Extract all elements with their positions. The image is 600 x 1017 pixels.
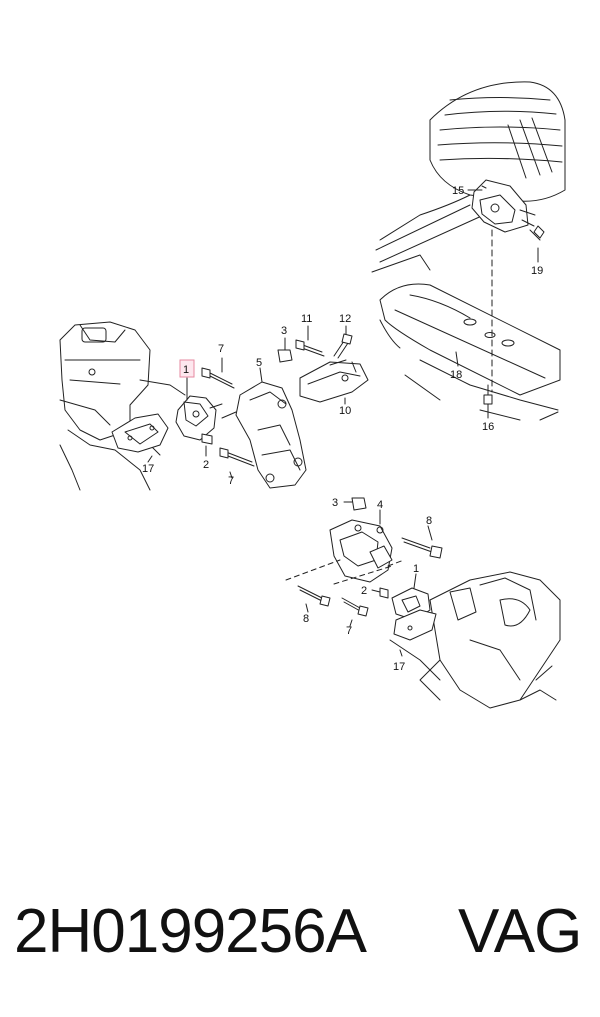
- engine-mount-1: [175, 395, 223, 441]
- nut-2: [201, 433, 213, 445]
- callout-7-lower: 7: [228, 475, 234, 487]
- callout-7-bottom: 7: [346, 625, 352, 637]
- bolt-7-lower: [219, 447, 255, 467]
- engine-block-left: [59, 321, 186, 491]
- subframe-right: [419, 571, 561, 709]
- transmission-housing: [371, 81, 566, 273]
- leaders-middle: [147, 325, 347, 479]
- callout-8-left: 8: [303, 613, 309, 625]
- callout-2-bottom: 2: [361, 585, 367, 597]
- leaders-bottom: [305, 501, 433, 657]
- callout-7-upper: 7: [218, 343, 224, 355]
- bracket-10: [299, 359, 369, 403]
- callout-5: 5: [256, 357, 262, 369]
- callout-19: 19: [531, 265, 543, 277]
- engine-side-bracket-17: [111, 413, 169, 453]
- callout-10: 10: [339, 405, 351, 417]
- highlight-box: [179, 359, 195, 378]
- callout-4: 4: [377, 499, 383, 511]
- callout-1-highlighted: 1: [183, 364, 189, 376]
- callout-16: 16: [482, 421, 494, 433]
- nut-3-bottom: [351, 497, 367, 511]
- callout-15: 15: [452, 185, 464, 197]
- bolt-8-left: [297, 585, 331, 607]
- bolt-7-upper: [201, 367, 235, 389]
- bolt-8-right: [401, 537, 443, 559]
- subframe-crossmember: [379, 283, 561, 421]
- callout-12: 12: [339, 313, 351, 325]
- callout-2-left: 2: [203, 459, 209, 471]
- dashed-link-lines: [285, 559, 405, 585]
- engine-bracket-5: [221, 381, 307, 489]
- callout-18: 18: [450, 369, 462, 381]
- transmission-mount-bracket: [471, 179, 545, 241]
- bolt-7-bottom: [341, 597, 369, 617]
- callout-1-bottom: 1: [413, 563, 419, 575]
- callout-3-bottom: 3: [332, 497, 338, 509]
- callout-17-left: 17: [142, 463, 154, 475]
- mount-bracket-4: [329, 519, 393, 583]
- nut-3-top: [277, 349, 293, 363]
- callout-8-right: 8: [426, 515, 432, 527]
- callout-3-top: 3: [281, 325, 287, 337]
- brand-label: VAG: [458, 897, 582, 966]
- bolt-12: [333, 333, 353, 359]
- callout-11: 11: [301, 313, 312, 325]
- nut-2-bottom: [379, 587, 389, 599]
- callout-labels: 1 7 5 3 11 12 10 17 2 7 15 19 18 16 3 4 …: [142, 185, 543, 673]
- bracket-17-lower: [389, 609, 441, 681]
- part-number: 2H0199256A: [14, 897, 367, 966]
- callout-17-bottom: 17: [393, 661, 405, 673]
- bolt-11: [295, 339, 325, 357]
- leaders-top: [455, 189, 539, 419]
